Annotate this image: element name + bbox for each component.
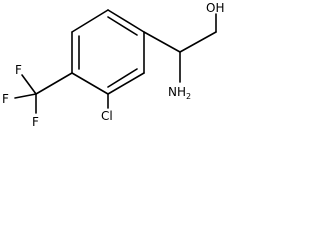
bond-alpha-to-ch2 [179, 31, 217, 53]
trifluoromethyl-group [14, 72, 73, 114]
fluorine-left-label: F [2, 92, 9, 106]
fluorine-bottom-label: F [32, 115, 39, 129]
ring-bond-c5-c6 [107, 72, 145, 95]
bond-ring-to-alpha-carbon [143, 31, 181, 53]
ring-inner-double-bond-top [107, 16, 138, 36]
side-chain [143, 13, 217, 83]
fluorine-top-label: F [15, 63, 22, 77]
chloro-label: Cl [101, 109, 113, 123]
amino-label: NH2 [168, 85, 191, 101]
bond-c-to-f-left [14, 93, 37, 99]
chemical-structure: OH NH2 Cl F F F [2, 1, 224, 129]
amino-label-main: NH [168, 85, 186, 99]
ring-bond-c1-c2 [107, 9, 145, 33]
bond-c-to-f-top [21, 74, 37, 95]
bond-ring-to-cf3 [35, 72, 73, 95]
benzene-ring [71, 9, 145, 95]
ring-inner-double-bond-bottom [107, 68, 138, 88]
amino-label-subscript: 2 [186, 92, 191, 101]
ring-bond-c2-c3 [71, 9, 109, 33]
ring-bond-c4-c5 [71, 72, 109, 95]
hydroxyl-label: OH [206, 1, 224, 15]
